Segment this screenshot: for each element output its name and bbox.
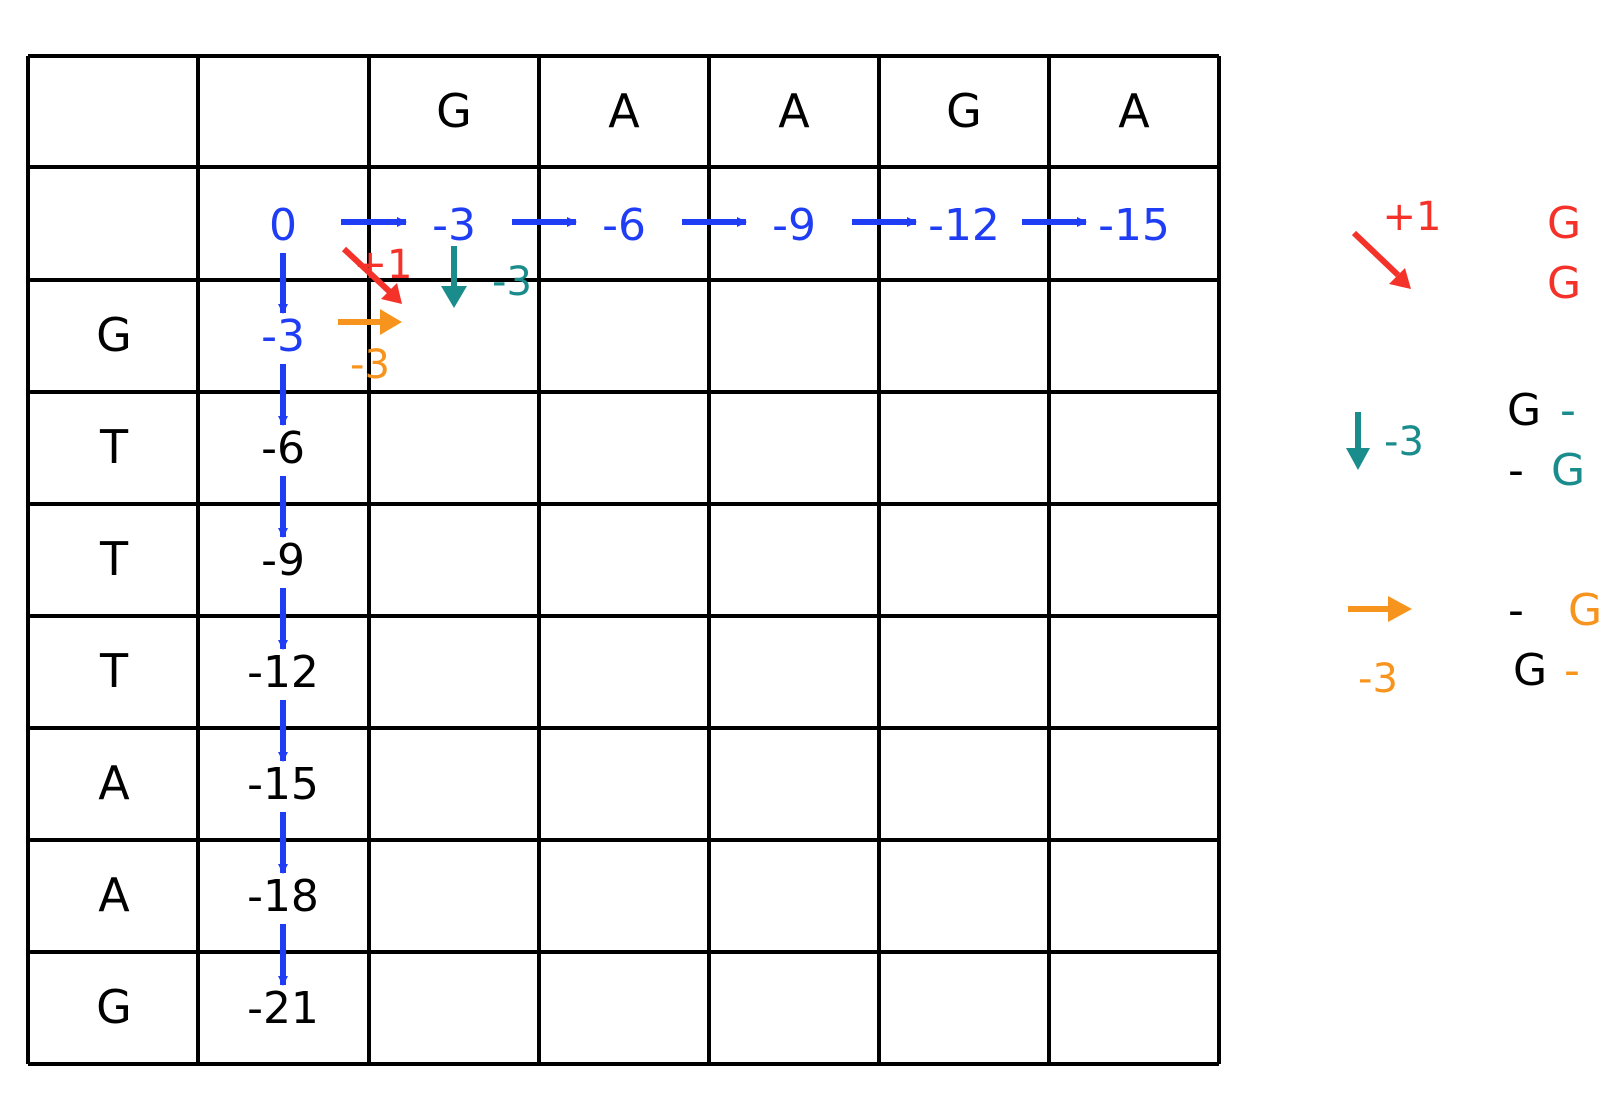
- legend-down-top-letter: G: [1507, 385, 1541, 436]
- legend-down-arrowhead-icon: [1346, 448, 1370, 470]
- score-cell: -18: [247, 871, 319, 922]
- score-cell: -6: [602, 200, 646, 251]
- down-score-label: -3: [492, 259, 532, 305]
- col-header: A: [778, 84, 810, 138]
- row-header: T: [99, 644, 129, 698]
- score-cell: -15: [1098, 200, 1170, 251]
- diag-score-label: +1: [354, 242, 413, 288]
- legend-right-top-letter: G: [1568, 585, 1602, 636]
- legend-down-bottom-letter: G: [1551, 445, 1585, 496]
- right-arrowhead-icon: [380, 309, 402, 335]
- legend-right-bottom-letter: G: [1513, 645, 1547, 696]
- score-cell: -3: [432, 200, 476, 251]
- legend-match-score: +1: [1383, 194, 1442, 240]
- top-row-scores: 0 -3 -6 -9 -12 -15: [269, 200, 1170, 251]
- legend-diagonal-arrow-icon: [1351, 230, 1401, 278]
- diagonal-arrow-icon: [341, 246, 393, 295]
- row-header: A: [98, 756, 130, 810]
- legend-right-score: -3: [1358, 656, 1398, 702]
- down-arrowhead-icon: [441, 286, 467, 308]
- score-cell: -3: [261, 311, 305, 362]
- legend-match-bottom: G: [1547, 258, 1581, 309]
- col-header: A: [608, 84, 640, 138]
- left-column-scores: -3 -6 -9 -12 -15 -18 -21: [247, 311, 319, 1034]
- score-cell: -9: [772, 200, 816, 251]
- col-header: A: [1118, 84, 1150, 138]
- score-cell: -6: [261, 423, 305, 474]
- score-cell: 0: [269, 200, 297, 251]
- score-cell: -15: [247, 759, 319, 810]
- legend-down-top-gap: -: [1560, 385, 1576, 436]
- legend-right-top-gap: -: [1508, 585, 1524, 636]
- legend-diagonal-arrowhead-icon: [1389, 268, 1411, 289]
- row-headers: G T T T A A G: [96, 308, 132, 1034]
- legend-right-arrowhead-icon: [1388, 596, 1412, 622]
- row-header: T: [99, 532, 129, 586]
- legend-right-bottom-gap: -: [1564, 645, 1580, 696]
- row-header: G: [96, 308, 132, 362]
- col-header: G: [436, 84, 472, 138]
- first-cell-annotations: +1 -3 -3: [338, 242, 532, 388]
- col-header: G: [946, 84, 982, 138]
- legend: +1 G G -3 G - - G -3 - G G -: [1346, 194, 1602, 702]
- diagonal-arrowhead-icon: [381, 283, 402, 304]
- score-cell: -9: [261, 535, 305, 586]
- legend-down-score: -3: [1384, 419, 1424, 465]
- right-score-label: -3: [350, 342, 390, 388]
- row-header: G: [96, 980, 132, 1034]
- row-header: A: [98, 868, 130, 922]
- score-cell: -12: [928, 200, 1000, 251]
- row-header: T: [99, 420, 129, 474]
- legend-match-top: G: [1547, 198, 1581, 249]
- column-headers: G A A G A: [436, 84, 1150, 138]
- score-cell: -21: [247, 983, 319, 1034]
- legend-down-bottom-gap: -: [1508, 445, 1524, 496]
- score-cell: -12: [247, 647, 319, 698]
- arrows: [278, 217, 1087, 986]
